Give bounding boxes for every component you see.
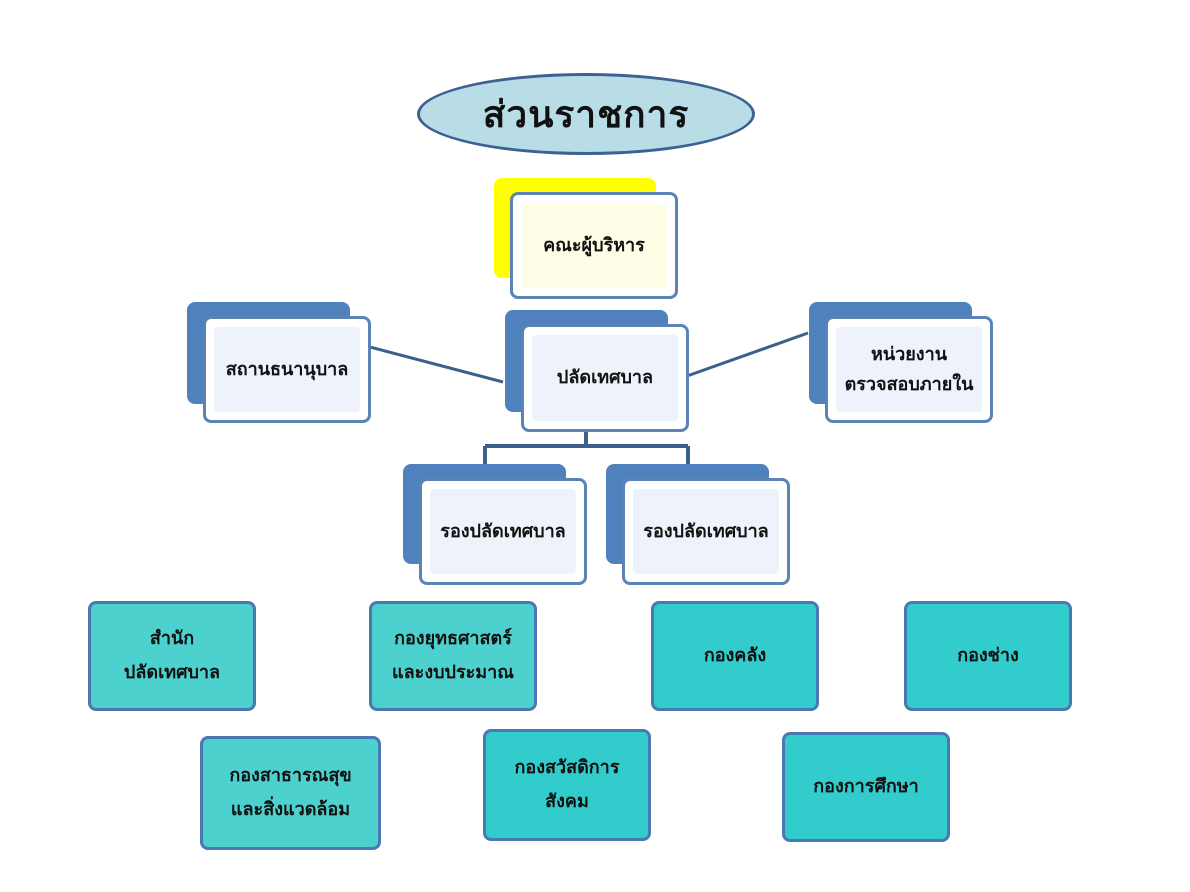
deputy-left-box: รองปลัดเทศบาล — [419, 478, 587, 585]
vet-clinic-box: สถานธนานุบาล — [203, 316, 371, 423]
deputy-right-box: รองปลัดเทศบาล — [622, 478, 790, 585]
division-education: กองการศึกษา — [782, 732, 950, 842]
division-strategy-line1: กองยุทธศาสตร์ — [394, 628, 512, 649]
division-public-health-line2: และสิ่งแวดล้อม — [230, 799, 351, 820]
division-welfare: กองสวัสดิการ สังคม — [483, 729, 651, 841]
division-public-health: กองสาธารณสุข และสิ่งแวดล้อม — [200, 736, 381, 850]
division-finance: กองคลัง — [651, 601, 819, 711]
executive-box: คณะผู้บริหาร — [510, 192, 678, 299]
division-strategy: กองยุทธศาสตร์ และงบประมาณ — [369, 601, 537, 711]
clerk-box: ปลัดเทศบาล — [521, 324, 689, 432]
division-clerk-office: สำนัก ปลัดเทศบาล — [88, 601, 256, 711]
executive-label: คณะผู้บริหาร — [521, 203, 667, 288]
title-oval: ส่วนราชการ — [417, 73, 755, 155]
connector-audit — [686, 331, 809, 378]
connector-vet-clinic — [346, 339, 504, 384]
division-education-label: กองการศึกษา — [813, 776, 919, 797]
audit-label: หน่วยงาน ตรวจสอบภายใน — [836, 327, 982, 412]
vet-clinic-label: สถานธนานุบาล — [214, 327, 360, 412]
division-engineering-label: กองช่าง — [957, 645, 1019, 666]
audit-label-line1: หน่วยงาน — [870, 343, 947, 365]
division-clerk-office-line1: สำนัก — [149, 628, 195, 649]
audit-box: หน่วยงาน ตรวจสอบภายใน — [825, 316, 993, 423]
page-title: ส่วนราชการ — [482, 91, 690, 136]
division-public-health-line1: กองสาธารณสุข — [229, 765, 352, 786]
division-welfare-line2: สังคม — [545, 791, 589, 812]
division-finance-label: กองคลัง — [703, 645, 767, 666]
deputy-right-label: รองปลัดเทศบาล — [633, 489, 779, 574]
division-strategy-line2: และงบประมาณ — [392, 662, 514, 683]
division-engineering: กองช่าง — [904, 601, 1072, 711]
deputy-left-label: รองปลัดเทศบาล — [430, 489, 576, 574]
division-clerk-office-line2: ปลัดเทศบาล — [123, 662, 221, 683]
division-welfare-line1: กองสวัสดิการ — [514, 757, 620, 778]
audit-label-line2: ตรวจสอบภายใน — [844, 373, 974, 395]
clerk-label: ปลัดเทศบาล — [532, 335, 678, 421]
